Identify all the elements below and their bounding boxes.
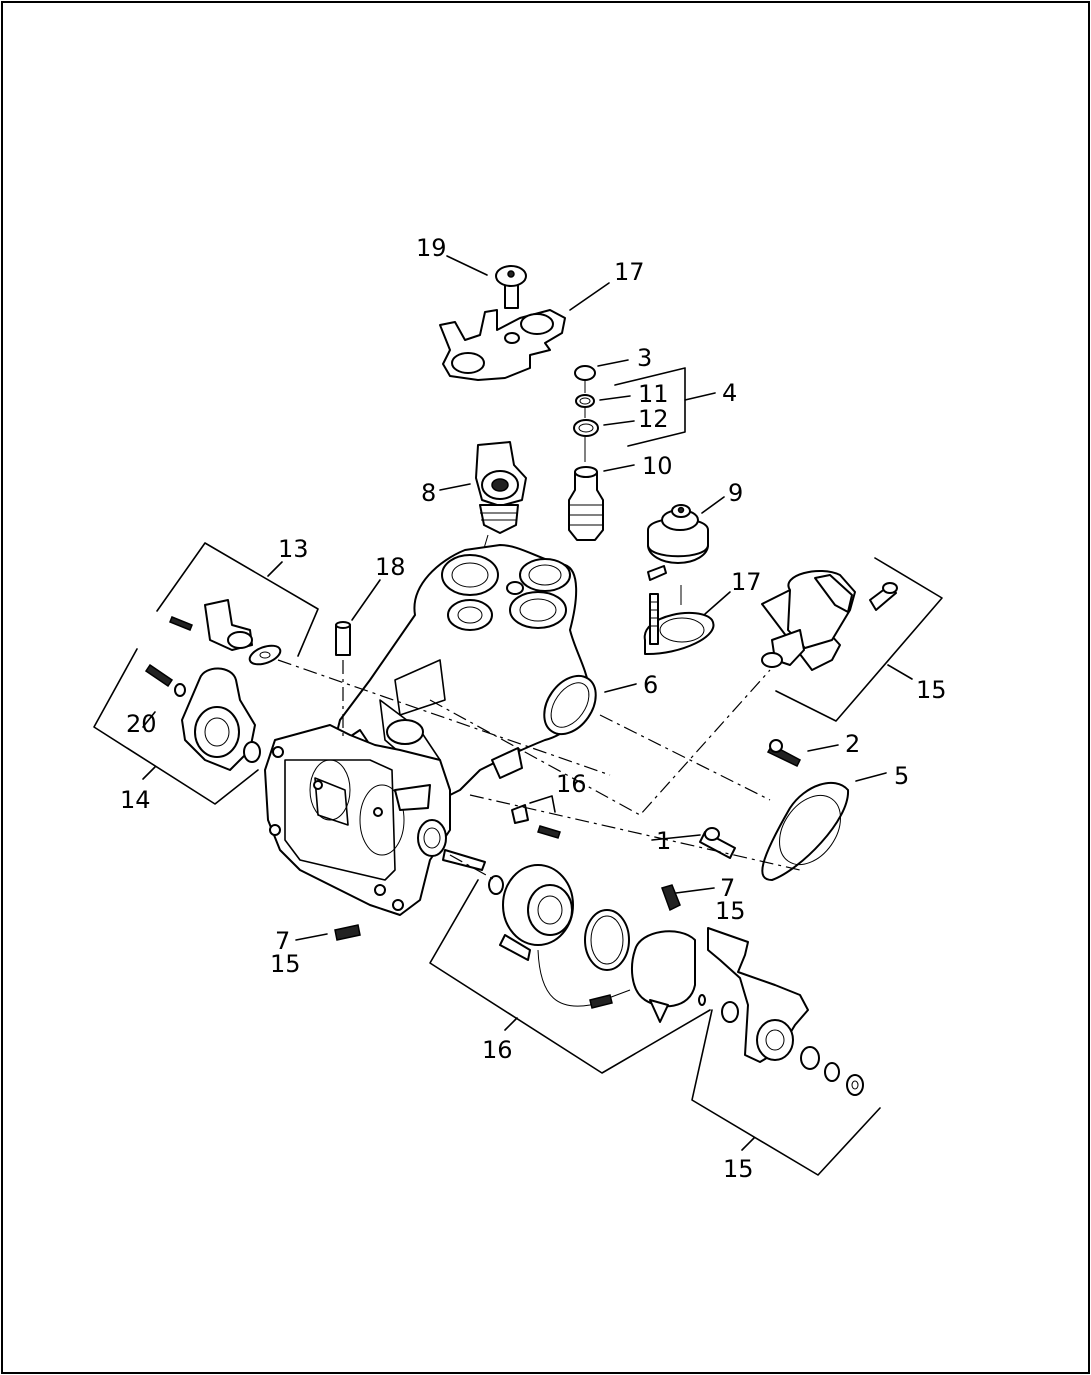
callout-15-lower: 15 bbox=[270, 950, 301, 978]
callout-17-lower: 17 bbox=[731, 568, 762, 596]
sensor-13-part bbox=[169, 599, 282, 666]
screw-part bbox=[495, 265, 527, 309]
dowel-part bbox=[335, 621, 351, 656]
callout-6: 6 bbox=[643, 671, 658, 699]
gasket-part bbox=[643, 593, 715, 656]
callout-labels: 19 17 3 11 4 12 10 8 9 13 18 17 15 6 20 … bbox=[120, 234, 947, 1183]
callout-7-lower: 7 bbox=[275, 927, 290, 955]
callout-3: 3 bbox=[637, 344, 652, 372]
callout-5: 5 bbox=[894, 762, 909, 790]
bolt-1-part bbox=[699, 827, 736, 859]
callout-11: 11 bbox=[638, 380, 669, 408]
callout-7-upper: 7 bbox=[720, 874, 735, 902]
bracket-part bbox=[439, 309, 566, 381]
throttle-cam-assembly-part bbox=[488, 864, 706, 1023]
callout-13: 13 bbox=[278, 535, 309, 563]
callout-20: 20 bbox=[126, 710, 157, 738]
callout-9: 9 bbox=[728, 479, 743, 507]
throttle-body-part bbox=[264, 724, 486, 916]
o-ring-parts bbox=[573, 365, 599, 462]
leader-lines bbox=[142, 255, 887, 941]
callout-2: 2 bbox=[845, 730, 860, 758]
regulator-part bbox=[647, 504, 709, 605]
callout-17-top: 17 bbox=[614, 258, 645, 286]
screw-7-lower-part bbox=[334, 924, 361, 941]
callout-1: 1 bbox=[656, 827, 671, 855]
clip-16-part bbox=[511, 804, 561, 839]
callout-15-iac: 15 bbox=[916, 676, 947, 704]
callout-15-upper: 15 bbox=[715, 897, 746, 925]
fitting-part bbox=[568, 466, 604, 541]
callout-12: 12 bbox=[638, 405, 669, 433]
callout-16-cam: 16 bbox=[482, 1036, 513, 1064]
manifold-part bbox=[329, 544, 597, 811]
callout-10: 10 bbox=[642, 452, 673, 480]
group-brackets bbox=[93, 367, 943, 1176]
centerlines bbox=[277, 659, 801, 881]
screw-7-upper-part bbox=[661, 884, 681, 912]
injector-part bbox=[475, 441, 527, 576]
idle-air-control-part bbox=[761, 569, 898, 671]
callout-18: 18 bbox=[375, 553, 406, 581]
bolt-2-part bbox=[766, 739, 801, 767]
sensor-14-part bbox=[144, 663, 261, 771]
callout-8: 8 bbox=[421, 479, 436, 507]
callout-19: 19 bbox=[416, 234, 447, 262]
gasket-5-part bbox=[761, 781, 850, 881]
callout-4: 4 bbox=[722, 379, 737, 407]
callout-15-lever: 15 bbox=[723, 1155, 754, 1183]
throttle-lever-part bbox=[707, 927, 864, 1096]
callout-16-clip: 16 bbox=[556, 770, 587, 798]
callout-14: 14 bbox=[120, 786, 151, 814]
